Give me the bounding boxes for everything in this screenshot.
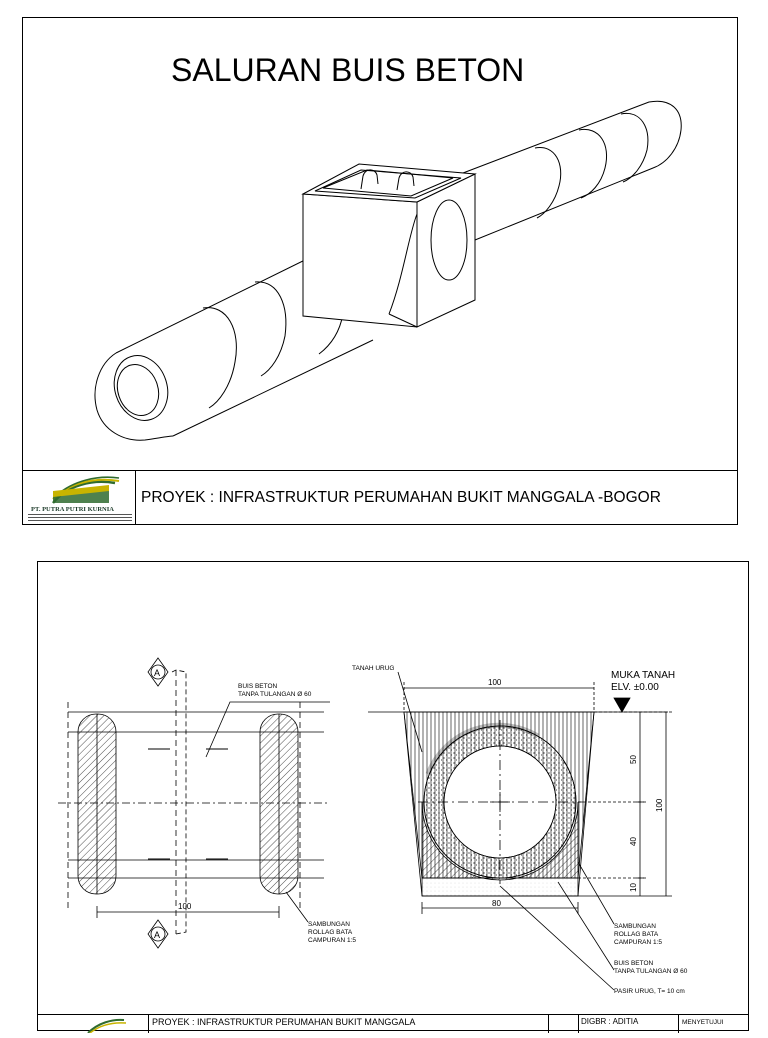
dim-total-depth: 100: [655, 798, 664, 812]
company-logo-icon: [52, 476, 120, 504]
plan-label-joint: CAMPURAN 1:5: [308, 937, 356, 944]
project-cell: PROYEK : INFRASTRUKTUR PERUMAHAN BUKIT M…: [148, 1015, 549, 1033]
section-marker-bottom: [147, 919, 169, 949]
dim-40: 40: [629, 837, 638, 846]
label-fill: TANAH URUG: [352, 665, 395, 672]
dim-top-width: 100: [488, 678, 502, 687]
lifting-hook-icon: [396, 171, 415, 191]
cross-section-view: [368, 671, 672, 991]
plan-label-joint: ROLLAG BATA: [308, 929, 353, 936]
company-name: PT. PUTRA PUTRI KURNIA: [31, 506, 114, 513]
section-label-buis-size: TANPA TULANGAN Ø 60: [614, 968, 688, 975]
approve-cell: MENYETUJUI: [678, 1015, 748, 1033]
ground-level-marker-icon: [613, 697, 631, 713]
label-elevation: ELV. ±0.00: [611, 682, 659, 693]
plan-label-buis: BUIS BETON: [238, 683, 278, 690]
project-name: PROYEK : INFRASTRUKTUR PERUMAHAN BUKIT M…: [152, 1017, 416, 1027]
section-label-joint: ROLLAG BATA: [614, 931, 659, 938]
section-marker-label: A: [154, 930, 160, 940]
section-marker-label: A: [154, 668, 160, 678]
approved-by: MENYETUJUI: [682, 1019, 724, 1026]
section-marker-top: [147, 657, 169, 687]
section-label-sand: PASIR URUG, T= 10 cm: [614, 988, 685, 995]
drawing-sheet-detail: A A BUIS BETON TANPA TULANGAN Ø 60 100 S…: [37, 561, 749, 1034]
company-address-lines: [28, 514, 132, 523]
dim-50: 50: [629, 755, 638, 764]
drawn-cell: DIGBR : ADITIA: [578, 1015, 679, 1033]
dim-10: 10: [629, 883, 638, 892]
blank-cell: [548, 1015, 579, 1033]
plan-label-joint: SAMBUNGAN: [308, 921, 350, 928]
label-ground-level: MUKA TANAH: [611, 670, 675, 681]
isometric-drawing: [94, 100, 682, 441]
detail-drawing: A A BUIS BETON TANPA TULANGAN Ø 60 100 S…: [58, 657, 688, 995]
dim-bottom-width: 80: [492, 899, 501, 908]
company-logo-icon: [87, 1018, 127, 1034]
logo-cell: [38, 1015, 149, 1034]
section-label-buis: BUIS BETON: [614, 960, 654, 967]
section-label-joint: SAMBUNGAN: [614, 923, 656, 930]
section-label-joint: CAMPURAN 1:5: [614, 939, 662, 946]
lifting-hook-icon: [360, 169, 379, 190]
plan-view: [58, 657, 330, 949]
control-box: [301, 163, 477, 328]
pipe-right: [462, 100, 682, 241]
company-logo: PT. PUTRA PUTRI KURNIA: [23, 471, 136, 525]
plan-label-buis-size: TANPA TULANGAN Ø 60: [238, 691, 312, 698]
drawing-sheet-isometric: SALURAN BUIS BETON: [22, 17, 738, 525]
drawn-by: DIGBR : ADITIA: [581, 1017, 639, 1026]
plan-dim-width: 100: [178, 902, 192, 911]
project-name: PROYEK : INFRASTRUKTUR PERUMAHAN BUKIT M…: [141, 489, 661, 506]
title-block: PT. PUTRA PUTRI KURNIA PROYEK : INFRASTR…: [23, 470, 737, 525]
